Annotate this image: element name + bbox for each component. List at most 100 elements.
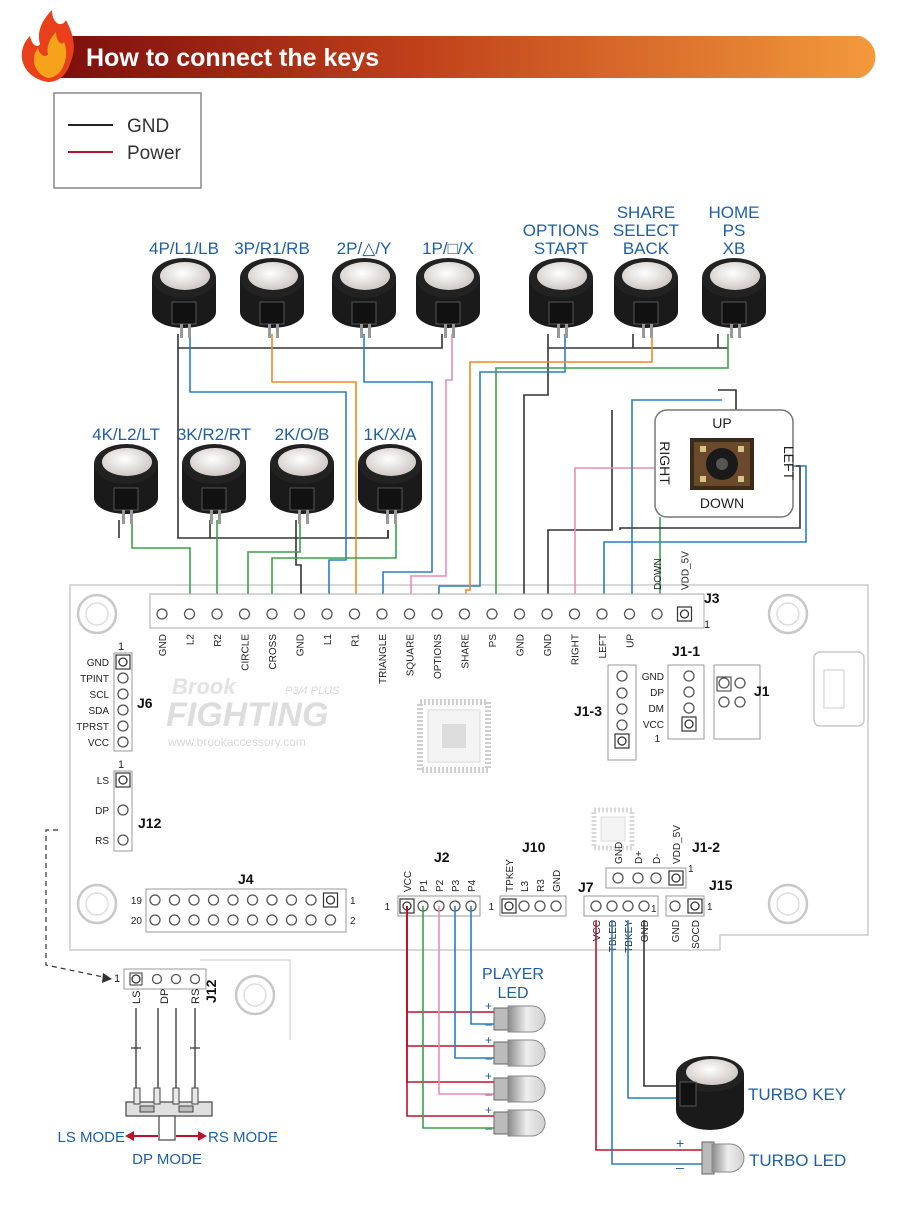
j3-pin-3 bbox=[211, 608, 223, 620]
player-led-plus-1: + bbox=[485, 999, 492, 1013]
j4-pin-top-3 bbox=[188, 894, 200, 906]
j3-pin-17 bbox=[596, 608, 608, 620]
buttons_mid-label-1-line1: 3K/R2/RT bbox=[177, 425, 251, 444]
j3-pin-6 bbox=[293, 608, 306, 620]
joystick-down-label: DOWN bbox=[700, 495, 744, 511]
j1-1-pin-1 bbox=[683, 670, 695, 682]
turbo-key-label: TURBO KEY bbox=[748, 1085, 846, 1104]
j10-pin-2 bbox=[518, 900, 530, 912]
wire-gnd-stick2 bbox=[547, 410, 613, 612]
j1-2-name: J1-2 bbox=[692, 839, 720, 855]
j3-pin-10 bbox=[403, 608, 416, 620]
j6-pin-label-2: TPINT bbox=[80, 674, 109, 685]
buttons_top-label-6-line1: HOME bbox=[709, 203, 760, 222]
j4-pin-top-10 bbox=[322, 892, 339, 908]
j6-pin-1 bbox=[115, 654, 131, 670]
player-led-plus-4: + bbox=[485, 1103, 492, 1117]
j3-pin-label-18: UP bbox=[626, 634, 637, 648]
j6-one: 1 bbox=[118, 641, 124, 653]
wire-options bbox=[438, 334, 566, 612]
j1-3-name: J1-3 bbox=[574, 703, 602, 719]
player-led-minus-2: – bbox=[485, 1051, 492, 1065]
wire-triangle bbox=[363, 334, 433, 612]
j3-pin-1 bbox=[156, 608, 168, 620]
wire-turbo-tbkey bbox=[627, 920, 680, 1099]
j1-1-pin-4 bbox=[681, 716, 697, 732]
j15-pin-1 bbox=[669, 900, 681, 912]
buttons_top-label-0-line1: 4P/L1/LB bbox=[149, 239, 219, 258]
j1-3-pin-2 bbox=[616, 687, 628, 699]
j3-pin-8 bbox=[348, 608, 361, 620]
buttons_mid-button-3: 1K/X/A bbox=[358, 425, 422, 524]
player-led-minus-3: – bbox=[485, 1087, 492, 1101]
flame-icon bbox=[21, 10, 74, 82]
j3-pin-14 bbox=[513, 608, 526, 620]
j4-pin-top-6 bbox=[246, 894, 259, 906]
wire-right bbox=[574, 467, 655, 612]
j12-pin-2 bbox=[117, 804, 129, 816]
j1-pin-1 bbox=[718, 677, 730, 689]
j1-1-pin-2 bbox=[683, 686, 695, 698]
j3-pin-label-15: GND bbox=[543, 634, 554, 656]
wire-led-vcc-2 bbox=[406, 906, 494, 1047]
j1-2-one: 1 bbox=[688, 864, 694, 875]
wire-l2 bbox=[131, 520, 191, 612]
buttons_top-button-0: 4P/L1/LB bbox=[149, 239, 219, 338]
buttons_top-button-2: 2P/△/Y bbox=[332, 239, 396, 338]
j7-pin-label-3: TBKEY bbox=[624, 920, 635, 953]
buttons_mid-label-0-line1: 4K/L2/LT bbox=[92, 425, 160, 444]
j3-pin-label-14: GND bbox=[516, 634, 527, 656]
j6-pin-5 bbox=[117, 720, 129, 732]
j4-pin-top-8 bbox=[285, 894, 298, 906]
logo-sub: P3/4 PLUS bbox=[285, 685, 340, 697]
j6-pin-4 bbox=[117, 704, 129, 716]
j4-pin-bottom-9 bbox=[305, 914, 317, 926]
wire-led-p2 bbox=[454, 906, 494, 1059]
buttons_mid-label-3-line1: 1K/X/A bbox=[364, 425, 418, 444]
j1-pin-2 bbox=[734, 677, 746, 689]
j3-pin-label-5: CROSS bbox=[268, 634, 279, 670]
j2-pin-label-1: VCC bbox=[403, 871, 414, 892]
j12-pin-label-2: DP bbox=[95, 806, 109, 817]
j4-label-20: 20 bbox=[131, 916, 143, 927]
j4-label-2: 2 bbox=[350, 916, 356, 927]
j4-pin-top-7 bbox=[266, 894, 278, 906]
joystick-right-label: RIGHT bbox=[657, 441, 673, 485]
j4-pin-bottom-10 bbox=[324, 914, 337, 926]
joystick-left-label: LEFT bbox=[781, 446, 797, 481]
buttons_top-label-5-line2: SELECT bbox=[613, 221, 679, 240]
j3-pin-13 bbox=[486, 608, 498, 620]
j12-detail-name: J12 bbox=[203, 979, 219, 1003]
wire-led-vcc-1 bbox=[406, 906, 494, 1013]
j1-2-pin-3 bbox=[650, 872, 662, 884]
j3-pin-5 bbox=[266, 608, 278, 620]
player-leds: +–+–+–+– bbox=[406, 906, 702, 1165]
player-led-3: +– bbox=[485, 1069, 546, 1103]
wire-cross bbox=[271, 520, 397, 612]
j3-pin-2 bbox=[183, 608, 196, 620]
j10-pin-3 bbox=[534, 900, 546, 912]
j10-pin-label-2: L3 bbox=[520, 880, 531, 892]
j2-one: 1 bbox=[384, 902, 390, 913]
j15-name: J15 bbox=[709, 877, 733, 893]
j1-1-one: 1 bbox=[654, 734, 660, 745]
wire-share bbox=[465, 334, 653, 612]
j4-pin-top-5 bbox=[227, 894, 239, 906]
j3-pin-label-19: DOWN bbox=[653, 558, 664, 590]
buttons_top-label-2-line1: 2P/△/Y bbox=[337, 239, 392, 258]
j6-pin-label-4: SDA bbox=[88, 706, 109, 717]
wire-gnd-pin6 bbox=[295, 520, 302, 612]
wire-turbo-vcc bbox=[595, 920, 702, 1151]
j3-pin-15 bbox=[541, 608, 553, 620]
j3-pin-16 bbox=[568, 608, 581, 620]
buttons_top-button-3: 1P/□/X bbox=[416, 239, 480, 338]
j3-pin-label-16: RIGHT bbox=[571, 634, 582, 665]
j7-pin-label-4: GND bbox=[640, 920, 651, 942]
j7-pin-3 bbox=[622, 900, 634, 912]
wire-gnd-top bbox=[177, 334, 443, 349]
wire-turbo-tbled bbox=[611, 920, 702, 1165]
turbo-led-minus: – bbox=[676, 1159, 684, 1175]
